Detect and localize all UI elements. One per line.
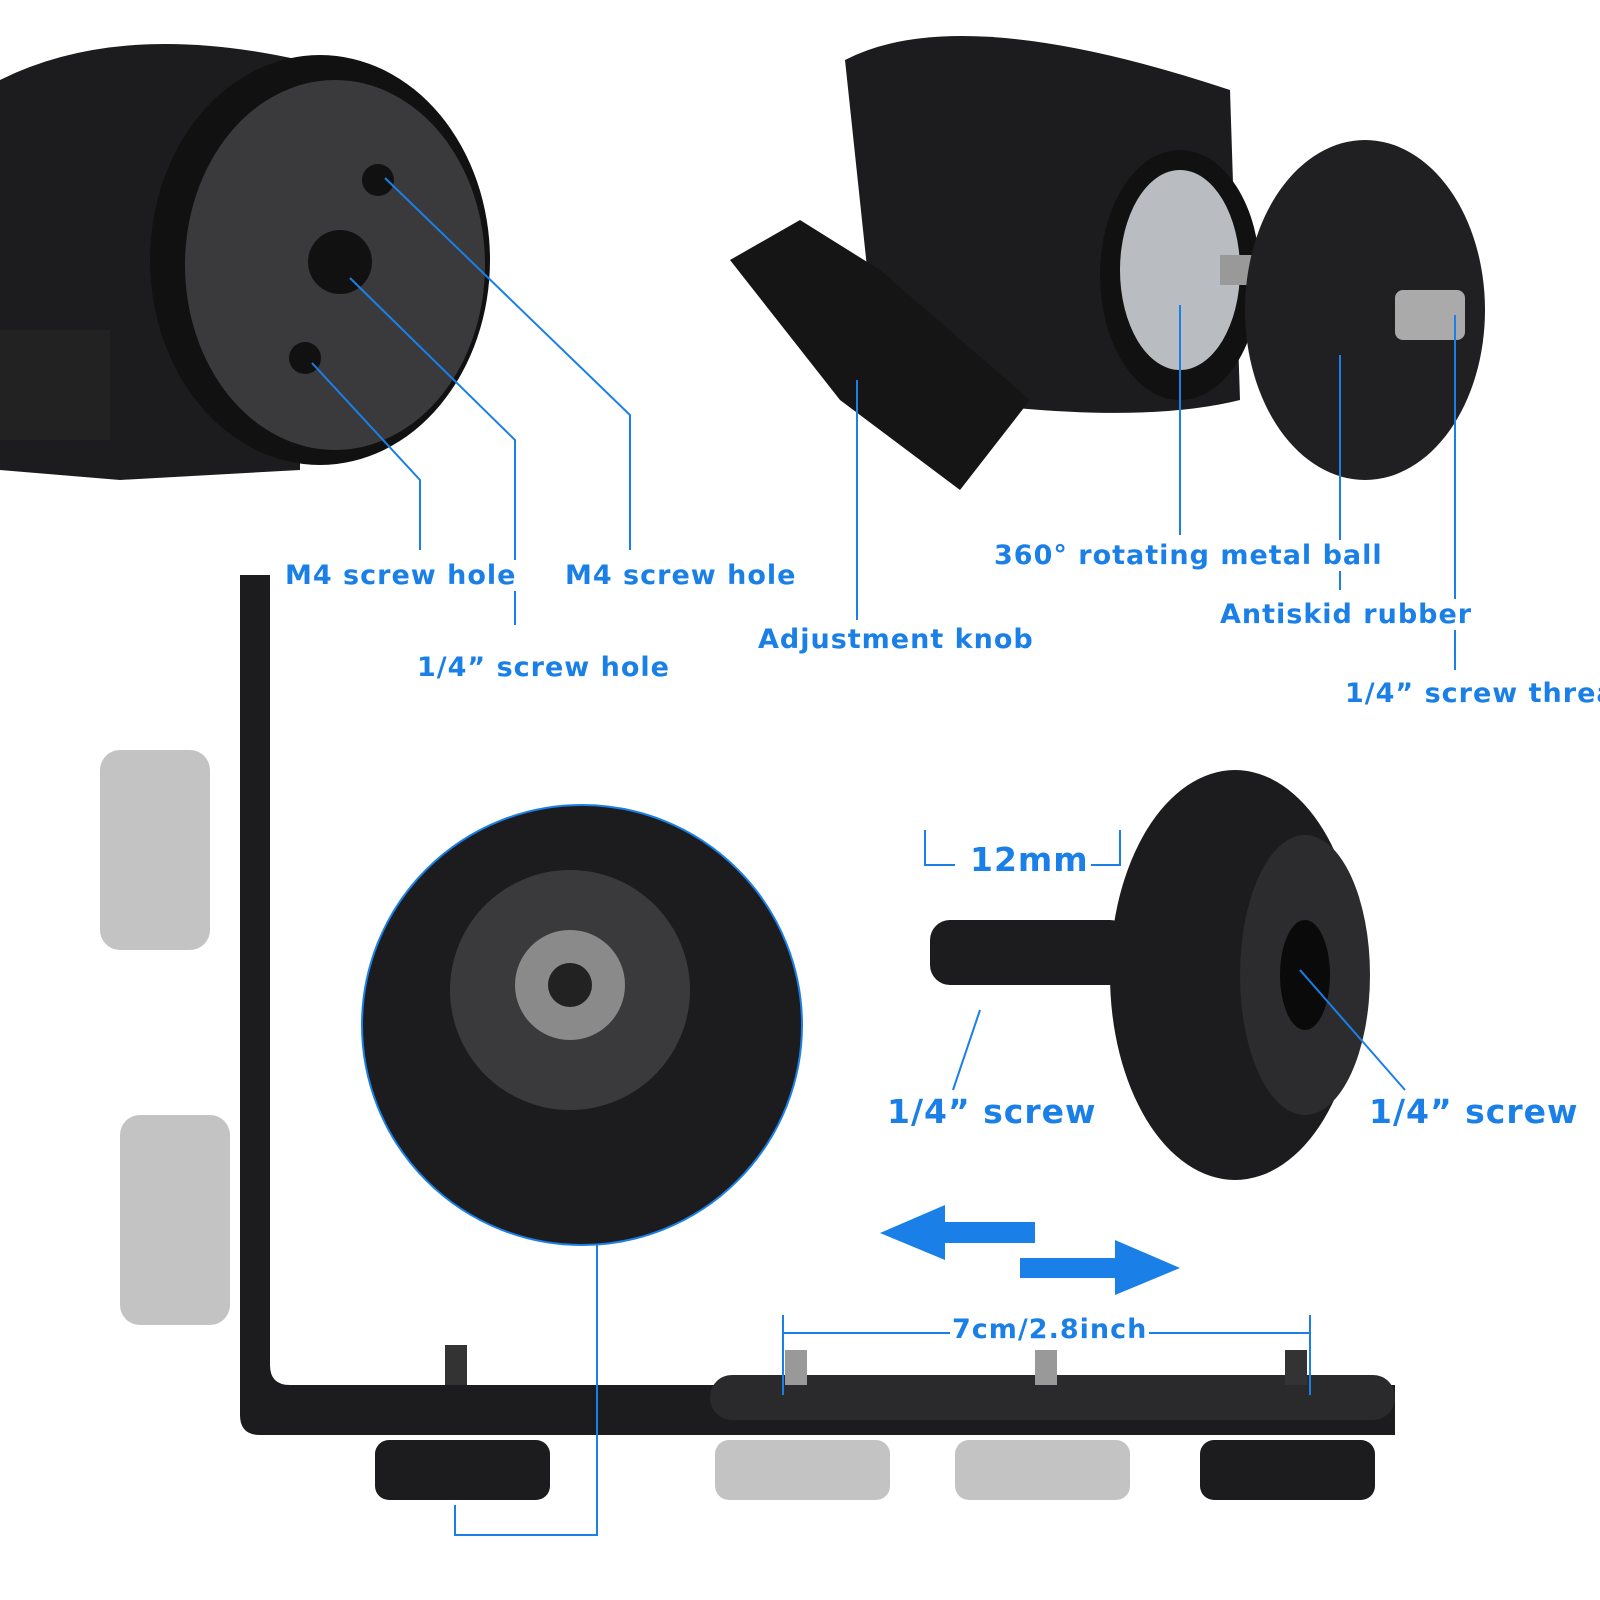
label-m4-screw-hole-right: M4 screw hole bbox=[563, 560, 799, 591]
arrow-right-icon bbox=[1020, 1240, 1180, 1295]
ball-head-side-view bbox=[730, 36, 1485, 490]
detail-magnifier bbox=[361, 804, 803, 1246]
label-m4-screw-hole-left: M4 screw hole bbox=[283, 560, 519, 591]
label-screw-thread: 1/4” screw thread bbox=[1343, 678, 1600, 709]
ball-head-bottom-view bbox=[0, 44, 490, 480]
arrow-left-icon bbox=[880, 1205, 1035, 1260]
label-screw-left: 1/4” screw bbox=[885, 1092, 1099, 1131]
label-antiskid-rubber: Antiskid rubber bbox=[1218, 599, 1475, 630]
callout-lines bbox=[311, 177, 1456, 1536]
label-adjustment-knob: Adjustment knob bbox=[756, 624, 1036, 655]
label-screw-length: 12mm bbox=[968, 840, 1091, 879]
label-metal-ball: 360° rotating metal ball bbox=[992, 540, 1385, 571]
label-quarter-screw-hole: 1/4” screw hole bbox=[415, 652, 672, 683]
l-bracket bbox=[100, 575, 1395, 1500]
label-plate-width: 7cm/2.8inch bbox=[950, 1314, 1150, 1345]
label-screw-right: 1/4” screw bbox=[1367, 1092, 1581, 1131]
